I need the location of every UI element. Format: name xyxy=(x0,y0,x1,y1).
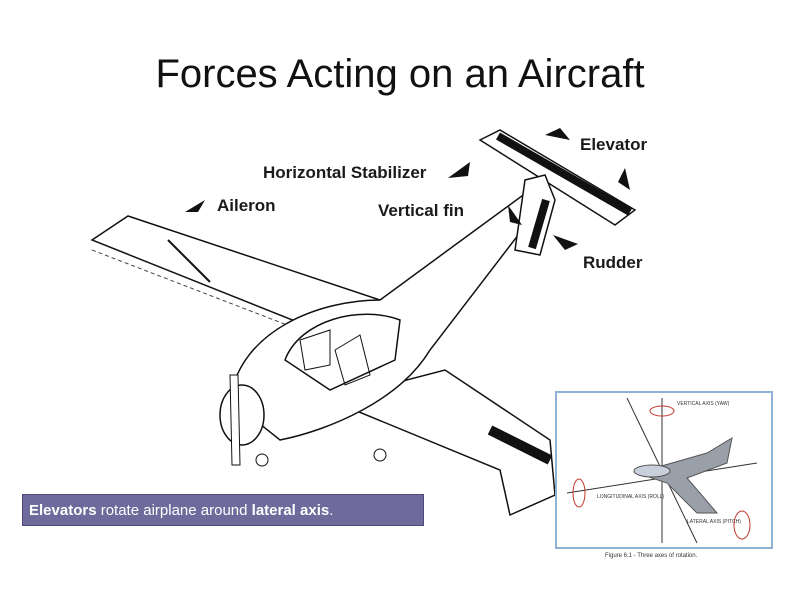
longitudinal-axis-label: LONGITUDINAL AXIS (ROLL) xyxy=(597,494,664,500)
elevator-label: Elevator xyxy=(580,135,647,154)
aileron-arrow xyxy=(185,200,205,212)
fin-arrow xyxy=(508,205,522,225)
stabilizer-arrow xyxy=(448,162,470,178)
elevator-arrow-2 xyxy=(618,168,630,190)
horizontal-stabilizer-label: Horizontal Stabilizer xyxy=(263,163,427,182)
caption-part1: Elevators xyxy=(29,501,97,519)
elevator-arrow xyxy=(545,128,570,140)
caption-box: Elevators rotate airplane around lateral… xyxy=(22,494,424,526)
aileron-label: Aileron xyxy=(217,196,276,215)
caption-part4: . xyxy=(329,501,334,519)
slide-title: Forces Acting on an Aircraft xyxy=(155,52,645,96)
three-axes-inset: VERTICAL AXIS (YAW) LONGITUDINAL AXIS (R… xyxy=(555,391,773,549)
caption-part2: rotate airplane around xyxy=(96,501,252,519)
rudder-label: Rudder xyxy=(583,253,643,272)
rudder-arrow xyxy=(553,235,578,250)
inset-figure-caption: Figure 6.1 - Three axes of rotation. xyxy=(605,553,698,559)
caption-part3: lateral axis xyxy=(251,501,330,519)
vertical-axis-label: VERTICAL AXIS (YAW) xyxy=(677,401,730,407)
vertical-fin-label: Vertical fin xyxy=(378,201,464,220)
lateral-axis-label: LATERAL AXIS (PITCH) xyxy=(687,519,741,525)
